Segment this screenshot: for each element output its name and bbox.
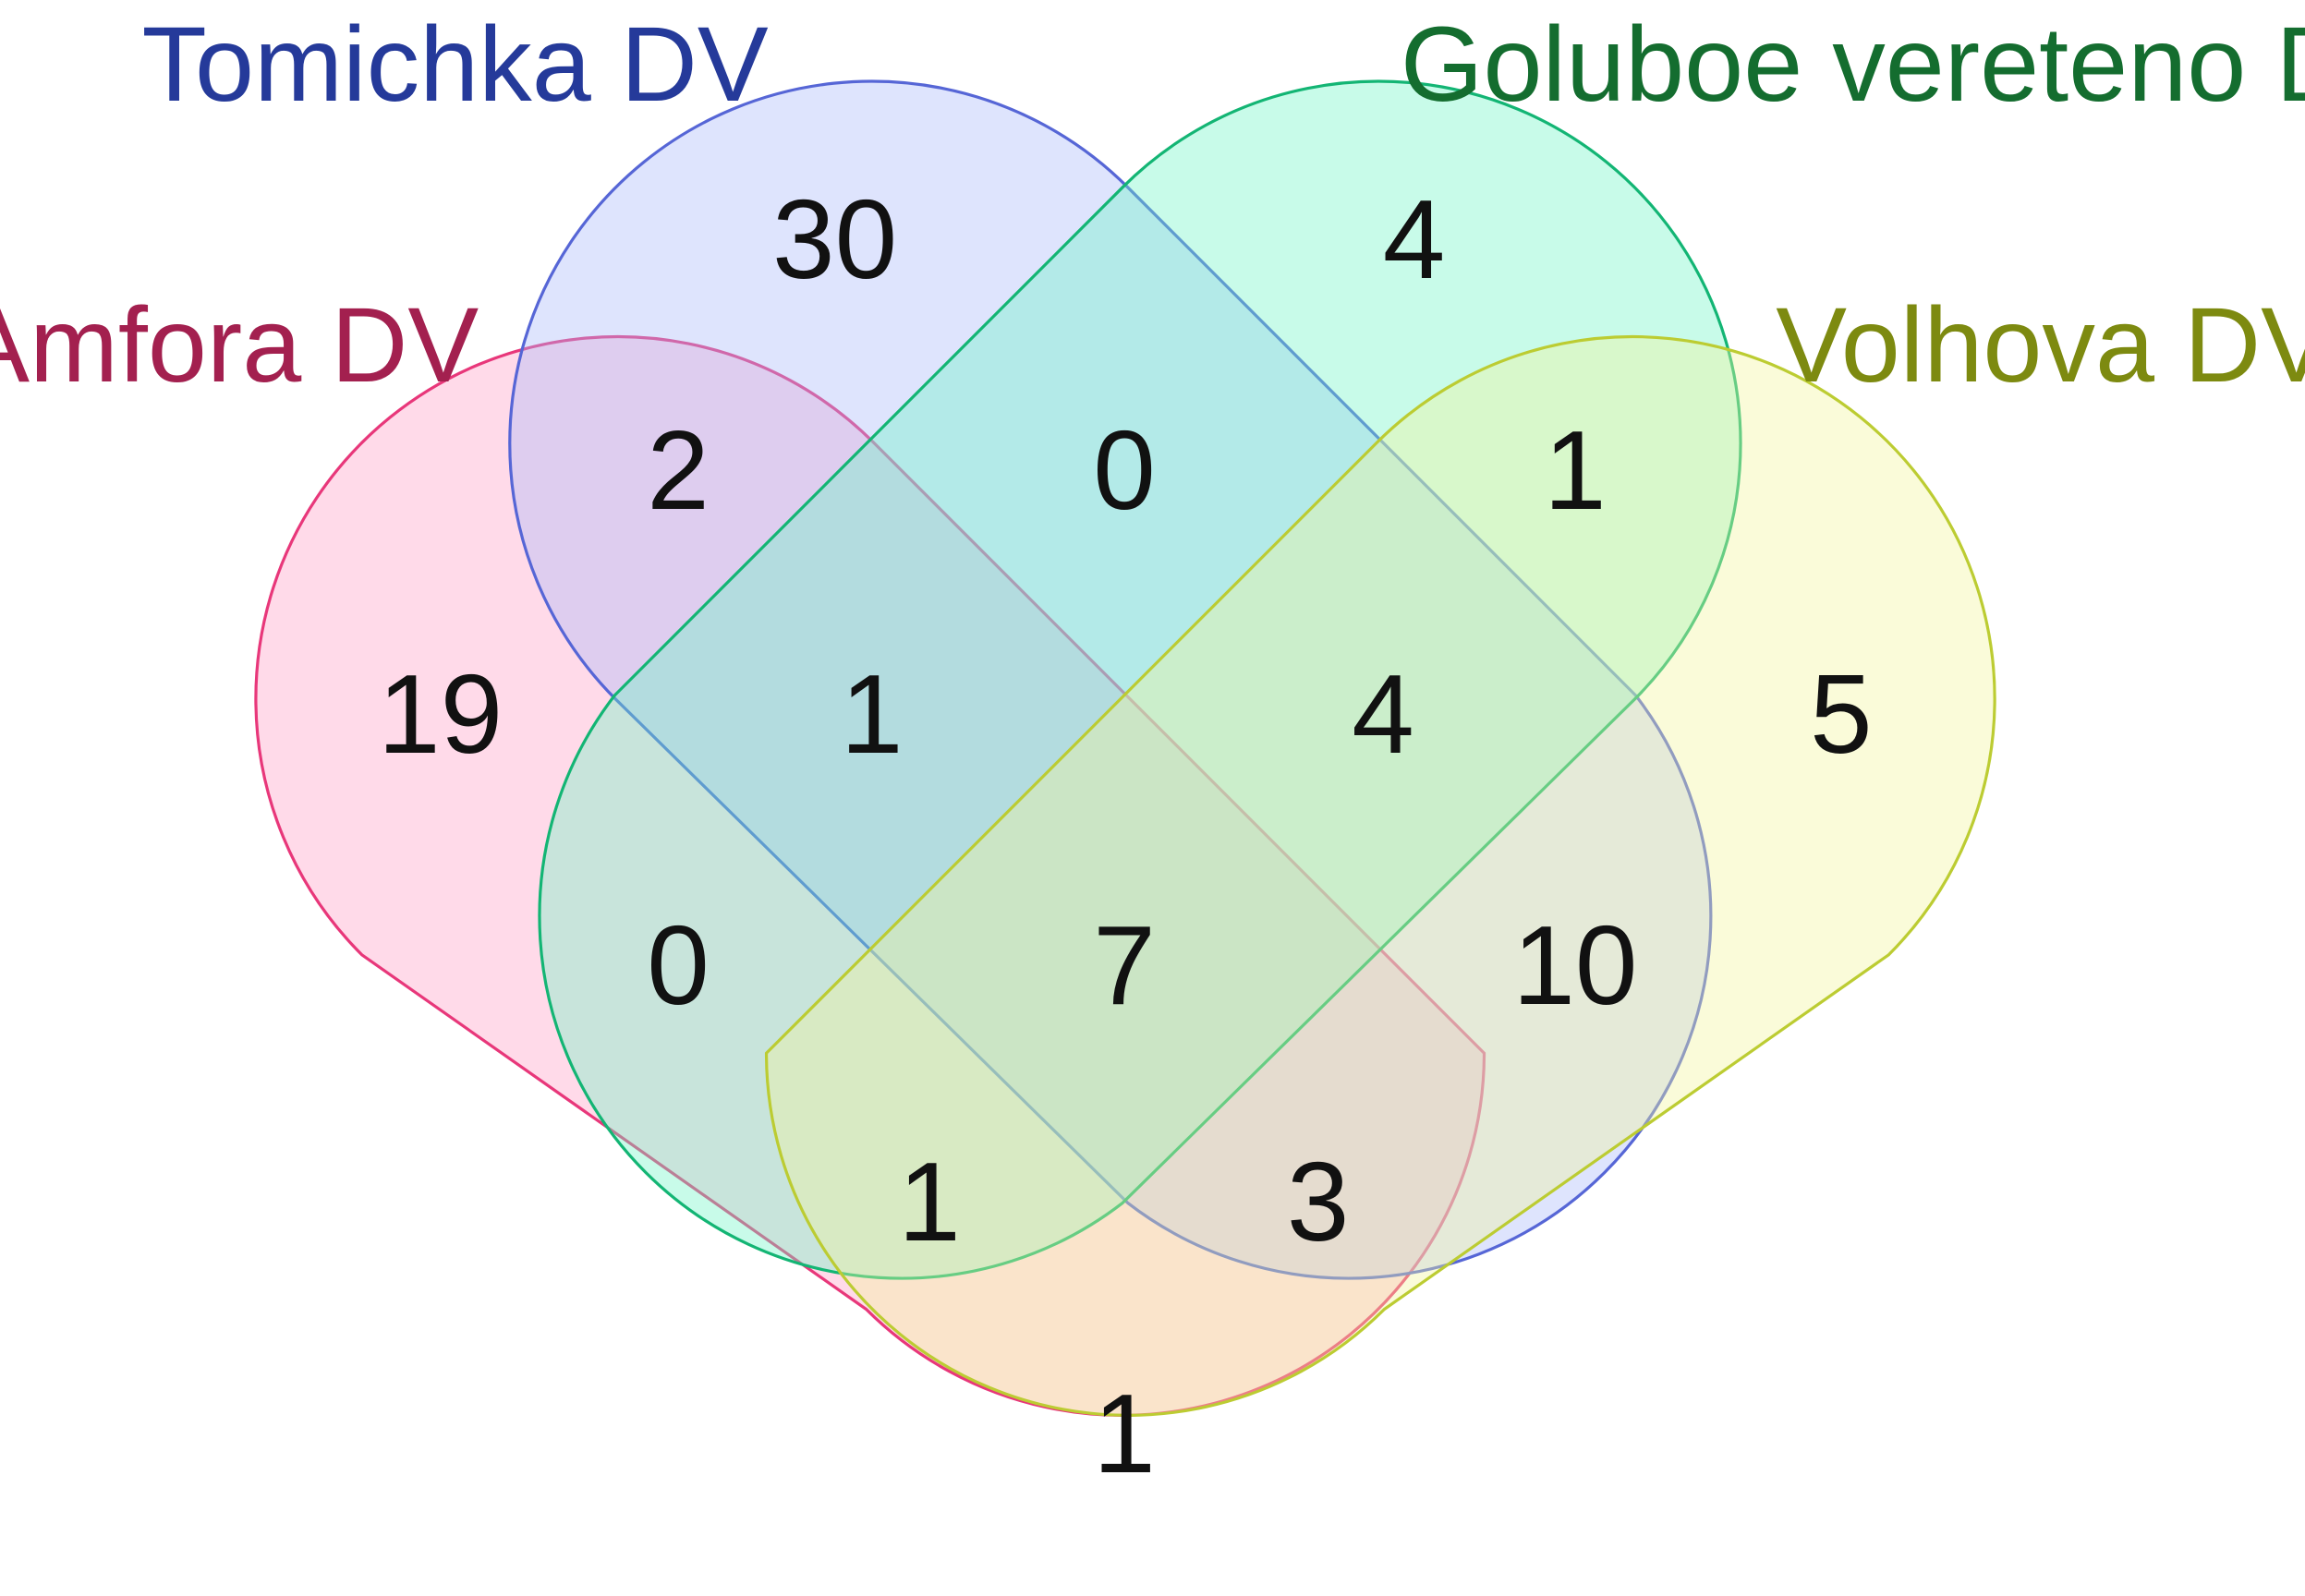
region-count-amfora-volhova: 1 xyxy=(1093,1371,1156,1496)
region-count-tomichka-volhova: 10 xyxy=(1512,902,1637,1028)
region-count-amfora-tomichka: 2 xyxy=(647,407,710,533)
region-count-amfora-goluboe-volhova: 1 xyxy=(898,1139,961,1264)
region-count-tomichka-goluboe-volhova: 4 xyxy=(1352,651,1414,777)
set-label-amfora: Amfora DV xyxy=(0,286,479,405)
set-shape-tomichka xyxy=(508,79,1713,1280)
region-count-tomichka-goluboe: 0 xyxy=(1093,407,1156,533)
set-label-goluboe: Goluboe vereteno DV xyxy=(1401,6,2305,124)
set-label-tomichka: Tomichka DV xyxy=(141,6,768,124)
set-labels: Tomichka DV Goluboe vereteno DV Amfora D… xyxy=(0,6,2305,405)
set-shapes xyxy=(254,79,1996,1417)
set-shape-amfora xyxy=(254,334,1486,1417)
region-count-tomichka-only: 30 xyxy=(772,176,897,302)
region-count-volhova-only: 5 xyxy=(1810,651,1873,777)
set-shape-volhova xyxy=(764,334,1996,1417)
set-label-volhova: Volhova DV xyxy=(1776,286,2305,405)
region-count-all-four: 7 xyxy=(1093,902,1156,1028)
region-count-goluboe-volhova: 1 xyxy=(1544,407,1607,533)
region-counts: 30 4 19 5 2 0 1 1 4 0 7 10 1 3 1 xyxy=(378,176,1873,1496)
region-count-amfora-goluboe: 0 xyxy=(647,902,710,1028)
region-count-goluboe-only: 4 xyxy=(1383,176,1446,302)
region-count-amfora-only: 19 xyxy=(378,651,503,777)
region-count-amfora-tomichka-goluboe: 1 xyxy=(841,651,904,777)
region-count-amfora-tomichka-volhova: 3 xyxy=(1287,1139,1350,1264)
